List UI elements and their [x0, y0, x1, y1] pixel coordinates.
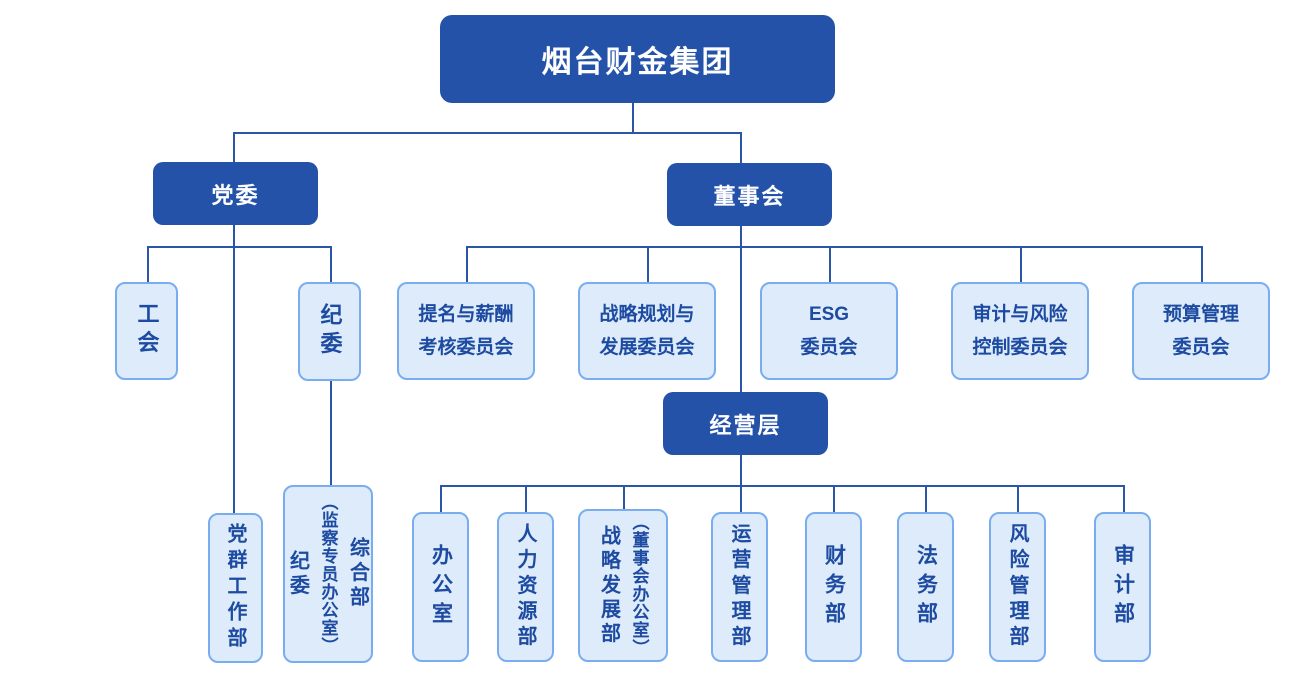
connector-line	[233, 132, 741, 134]
node-committee-strategy-development: 战略规划与 发展委员会	[578, 282, 716, 380]
node-committee-nomination-remuneration: 提名与薪酬 考核委员会	[397, 282, 535, 380]
connector-line	[740, 455, 742, 512]
node-board-label: 董事会	[713, 183, 786, 209]
node-dept-party-mass-work-label: 党群工作部	[224, 523, 246, 653]
connector-line	[147, 246, 149, 282]
node-party-committee-label: 党委	[211, 182, 260, 208]
connector-line	[647, 246, 649, 282]
committee-label-line: 预算管理	[1162, 303, 1239, 325]
node-root: 烟台财金集团	[440, 15, 835, 103]
committee-label-line: 战略规划与	[599, 303, 695, 325]
node-dept-audit-label: 审计部	[1111, 543, 1135, 631]
connector-line	[833, 485, 835, 512]
connector-line	[466, 246, 468, 282]
connector-line	[466, 246, 1201, 248]
node-discipline-committee-label: 纪委	[317, 302, 343, 361]
node-dept-office: 办公室	[412, 512, 469, 662]
committee-label-line: 考核委员会	[418, 337, 514, 358]
connector-line	[1017, 485, 1019, 512]
connector-line	[829, 246, 831, 282]
node-dept-finance-label: 财务部	[822, 543, 846, 631]
connector-line	[440, 485, 1123, 487]
node-labor-union-label: 工会	[134, 302, 160, 360]
connector-line	[925, 485, 927, 512]
committee-label-line: 审计与风险	[972, 303, 1068, 325]
node-dept-operations-management: 运营管理部	[711, 512, 768, 662]
general-office-col-supervision-office: （监察专员办公室）	[318, 492, 338, 656]
general-office-col-general-dept: 综合部	[346, 537, 369, 611]
committee-label-line: 提名与薪酬	[418, 303, 514, 325]
connector-line	[440, 485, 442, 512]
node-dept-legal-label: 法务部	[914, 543, 938, 631]
node-committee-esg: ESG 委员会	[760, 282, 898, 380]
node-dept-risk-management-label: 风险管理部	[1006, 523, 1028, 651]
connector-line	[623, 485, 625, 509]
node-dept-general-office-discipline: 纪委 （监察专员办公室） 综合部	[283, 485, 373, 663]
committee-label-line: 发展委员会	[599, 337, 695, 358]
node-dept-finance: 财务部	[805, 512, 862, 662]
connector-line	[233, 225, 235, 513]
node-dept-party-mass-work: 党群工作部	[208, 513, 263, 663]
connector-line	[1201, 246, 1203, 282]
node-management-label: 经营层	[709, 412, 782, 438]
node-dept-human-resources: 人力资源部	[497, 512, 554, 662]
connector-line	[525, 485, 527, 512]
node-root-label: 烟台财金集团	[541, 46, 734, 79]
node-dept-strategy-development: 战略发展部 （董事会办公室）	[578, 509, 668, 662]
node-dept-risk-management: 风险管理部	[989, 512, 1046, 662]
strategy-dept-col-name: 战略发展部	[597, 524, 620, 647]
committee-label-line: ESG	[808, 303, 850, 325]
committee-label-line: 委员会	[800, 337, 858, 358]
strategy-dept-col-board-office: （董事会办公室）	[629, 513, 649, 658]
committee-label-line: 委员会	[1172, 337, 1230, 358]
connector-line	[1123, 485, 1125, 512]
node-dept-audit: 审计部	[1094, 512, 1151, 662]
node-management-layer: 经营层	[663, 392, 828, 455]
committee-label-line: 控制委员会	[972, 337, 1068, 358]
node-dept-office-label: 办公室	[429, 543, 453, 631]
connector-line	[740, 132, 742, 163]
node-committee-budget-management: 预算管理 委员会	[1132, 282, 1270, 380]
general-office-col-discipline: 纪委	[286, 549, 309, 599]
node-dept-operations-label: 运营管理部	[728, 523, 750, 651]
node-committee-audit-risk-control: 审计与风险 控制委员会	[951, 282, 1089, 380]
node-discipline-committee: 纪委	[298, 282, 361, 381]
connector-line	[632, 103, 634, 133]
connector-line	[233, 132, 235, 162]
node-dept-human-resources-label: 人力资源部	[514, 523, 536, 651]
connector-line	[1020, 246, 1022, 282]
connector-line	[740, 226, 742, 392]
connector-line	[330, 246, 332, 282]
node-board-of-directors: 董事会	[667, 163, 832, 226]
connector-line	[330, 381, 332, 485]
node-dept-legal: 法务部	[897, 512, 954, 662]
node-party-committee: 党委	[153, 162, 318, 225]
node-labor-union: 工会	[115, 282, 178, 380]
connector-line	[147, 246, 331, 248]
